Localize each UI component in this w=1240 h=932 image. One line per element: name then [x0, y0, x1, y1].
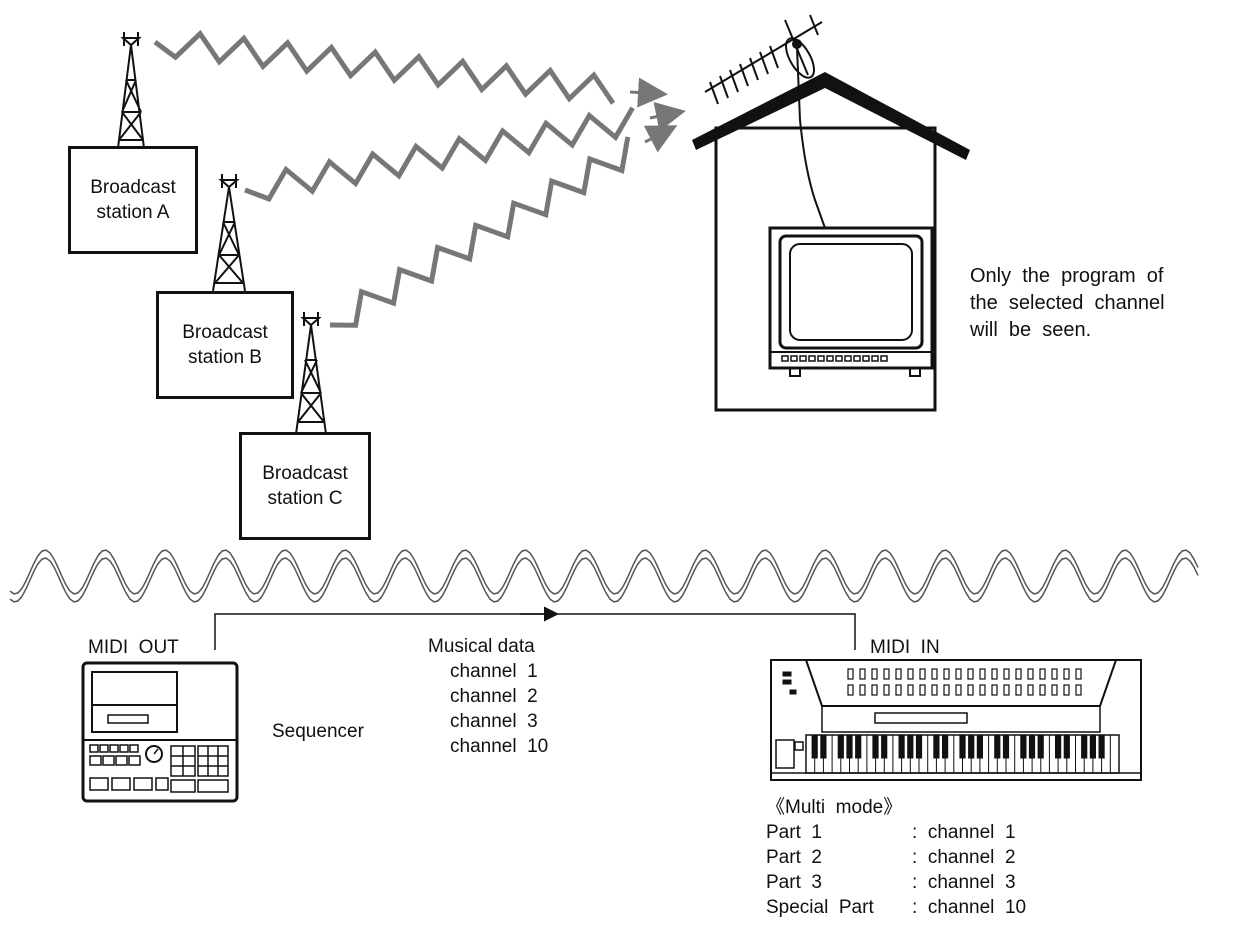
tv-caption-line-1: Only the program of [970, 264, 1163, 288]
station-a-name: Broadcast [90, 175, 176, 200]
black-key [1038, 735, 1043, 758]
station-b-name: Broadcast [182, 320, 268, 345]
multi-mode-channel: : channel 1 [912, 820, 1016, 845]
wave-c-path [330, 137, 628, 325]
black-key [977, 735, 982, 758]
black-key [908, 735, 913, 758]
black-key [995, 735, 1000, 758]
multi-mode-part: Part 2 [766, 845, 822, 870]
black-key [1099, 735, 1104, 758]
station-b-id: station B [188, 345, 262, 370]
musical-data-channel: channel 10 [450, 734, 548, 759]
tv-icon [770, 228, 932, 376]
multi-mode-channel: : channel 10 [912, 895, 1026, 920]
tv-caption-line-2: the selected channel [970, 291, 1165, 315]
black-key [1003, 735, 1008, 758]
black-key [1090, 735, 1095, 758]
midi-in-label: MIDI IN [870, 636, 940, 660]
station-a-box: Broadcast station A [68, 146, 198, 254]
station-c-id: station C [268, 486, 343, 511]
black-key [916, 735, 921, 758]
musical-data-channel: channel 3 [450, 709, 538, 734]
section-divider [10, 550, 1198, 602]
black-key [934, 735, 939, 758]
black-key [1029, 735, 1034, 758]
multi-mode-part: Part 3 [766, 870, 822, 895]
tower-a-icon [118, 32, 144, 148]
black-key [969, 735, 974, 758]
black-key [1021, 735, 1026, 758]
black-key [838, 735, 843, 758]
tower-c-icon [296, 312, 326, 434]
black-key [943, 735, 948, 758]
synthesizer-keyboard-icon [771, 660, 1141, 780]
sequencer-icon [83, 663, 237, 801]
black-key [1064, 735, 1069, 758]
musical-data-title: Musical data [428, 634, 535, 659]
multi-mode-part: Special Part [766, 895, 874, 920]
station-c-box: Broadcast station C [239, 432, 371, 540]
station-a-id: station A [97, 200, 170, 225]
wave-c-arrowhead [645, 128, 672, 142]
wave-b-arrowhead [650, 112, 680, 118]
wave-b-path [245, 108, 633, 199]
multi-mode-channel: : channel 2 [912, 845, 1016, 870]
wave-a-path [155, 34, 613, 104]
tv-caption-line-3: will be seen. [970, 318, 1091, 342]
black-key [1082, 735, 1087, 758]
multi-mode-channel: : channel 3 [912, 870, 1016, 895]
multi-mode-part: Part 1 [766, 820, 822, 845]
sequencer-label: Sequencer [272, 720, 364, 744]
black-key [873, 735, 878, 758]
midi-out-label: MIDI OUT [88, 636, 179, 660]
tower-b-icon [213, 174, 245, 291]
black-key [821, 735, 826, 758]
multi-mode-title: 《Multi mode》 [766, 795, 902, 820]
black-key [856, 735, 861, 758]
black-key [847, 735, 852, 758]
station-b-box: Broadcast station B [156, 291, 294, 399]
station-c-name: Broadcast [262, 461, 348, 486]
wave-a-arrowhead [630, 92, 662, 94]
black-key [882, 735, 887, 758]
black-key [899, 735, 904, 758]
midi-cable [215, 614, 855, 650]
musical-data-channel: channel 1 [450, 659, 538, 684]
black-key [960, 735, 965, 758]
black-key [812, 735, 817, 758]
musical-data-channel: channel 2 [450, 684, 538, 709]
black-key [1056, 735, 1061, 758]
